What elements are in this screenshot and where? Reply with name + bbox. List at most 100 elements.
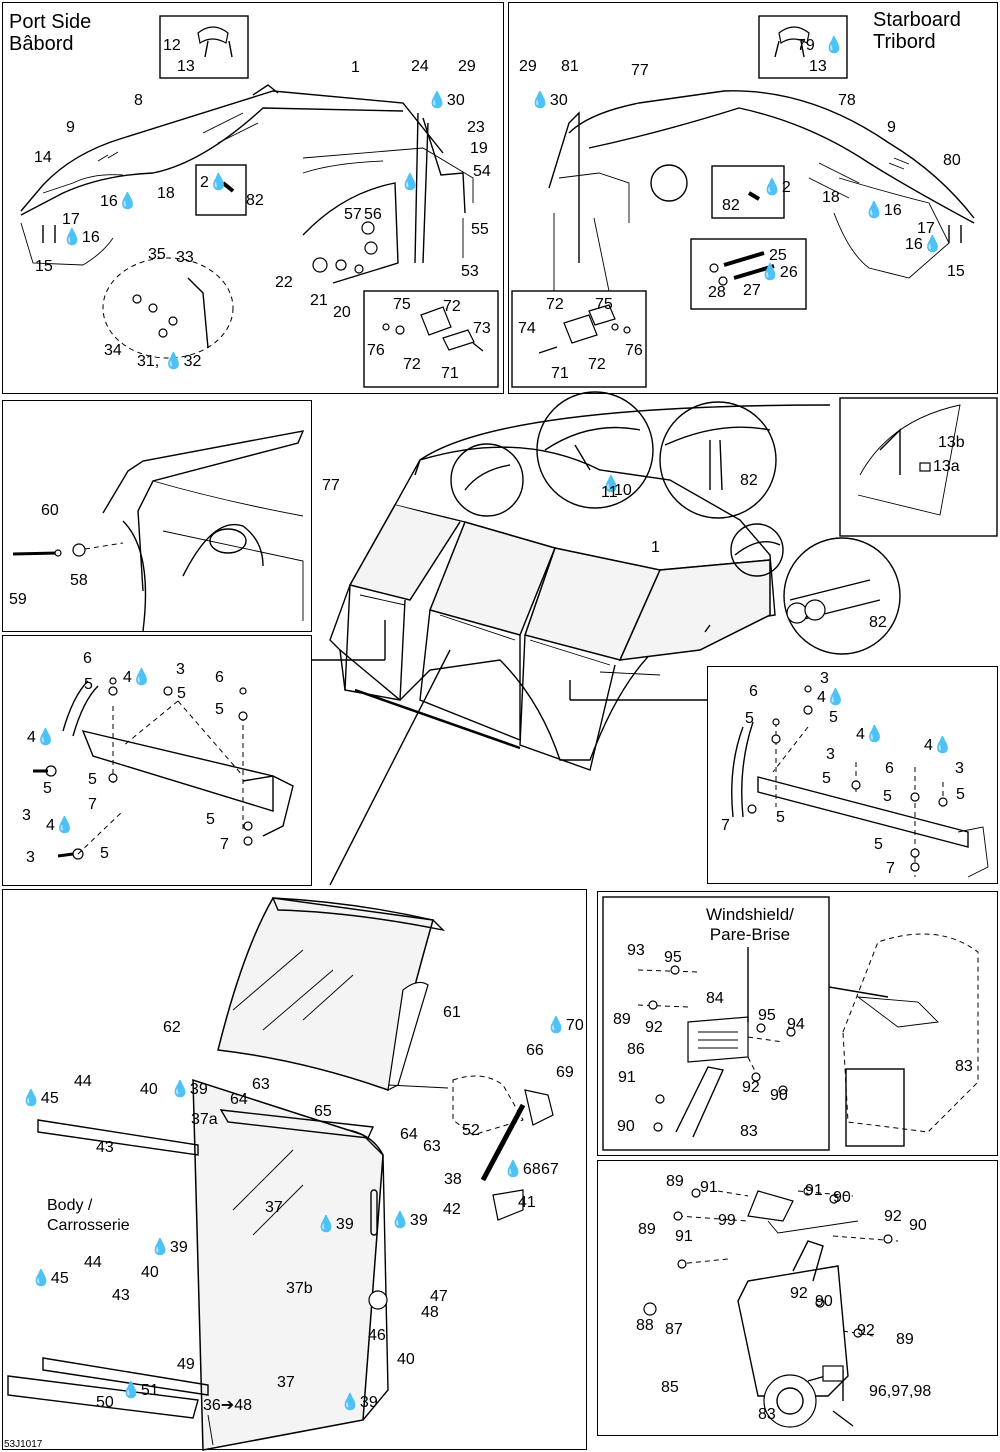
detail-callout-ellipse [102,257,234,359]
callout-bracket_stbd-4: 5 [829,709,838,726]
callout-starboard-6: 💧30 [530,92,568,109]
callout-port-3: 24 [411,58,429,75]
callout-port-25: 53 [461,263,479,280]
callout-motor_detail-2: 91 [805,1182,823,1199]
callout-door-23: 💧39 [390,1212,428,1229]
callout-door-37: 40 [397,1351,415,1368]
hardware-inset-box [758,15,848,79]
callout-motor_detail-15: 85 [661,1379,679,1396]
callout-port-22: 35 [148,246,166,263]
callout-door-28: 💧45 [31,1270,69,1287]
body-title: Body / Carrosserie [47,1197,130,1234]
callout-bracket_port-5: 5 [177,685,186,702]
motor-detail-drawing [643,1186,899,1428]
hinge-inset-box [511,290,647,388]
callout-bracket_stbd-9: 6 [885,760,894,777]
callout-mount-0: 60 [41,502,59,519]
callout-port-19: 17 [62,211,80,228]
callout-door-32: 48 [421,1304,439,1321]
callout-starboard-14: 17 [917,220,935,237]
callout-hinge_detail-7: 86 [627,1041,645,1058]
callout-port-24: 15 [35,258,53,275]
callout-port-34: 72 [403,356,421,373]
callout-door-25: 💧39 [150,1239,188,1256]
port-side-panel: Port Side Bâbord [2,2,504,394]
door-assembly-drawing [7,897,554,1451]
callout-port-31: 73 [473,320,491,337]
callout-door-31: 47 [430,1288,448,1305]
callout-door-18: 67 [541,1161,559,1178]
callout-starboard-23: 74 [518,320,536,337]
callout-mount-1: 58 [70,572,88,589]
callout-bracket_port-2: 3 [176,661,185,678]
callout-bracket_port-9: 5 [88,771,97,788]
callout-starboard-1: 79 [797,37,815,54]
callout-starboard-22: 75 [595,296,613,313]
callout-center-2: 💧 [601,476,621,493]
callout-starboard-26: 71 [551,365,569,382]
callout-bracket_stbd-0: 6 [749,683,758,700]
hinge-detail-drawing [602,896,979,1151]
pillar-mount-panel [2,400,312,632]
starboard-bracket-drawing [731,685,989,878]
callout-hinge_detail-8: 91 [618,1069,636,1086]
callout-starboard-18: 💧26 [760,264,798,281]
callout-port-32: 34 [104,342,122,359]
callout-starboard-4: 81 [561,58,579,75]
side-pillar [548,111,580,263]
callout-bracket_stbd-15: 5 [874,836,883,853]
callout-center-1: 1 [651,539,660,556]
callout-center-0: 77 [322,477,340,494]
callout-door-8: 💧39 [170,1081,208,1098]
callout-center-3: 11 [601,484,618,501]
callout-door-27: 40 [141,1264,159,1281]
callout-motor_detail-9: 92 [790,1285,808,1302]
callout-bracket_port-10: 3 [22,807,31,824]
callout-center-4: 10 [614,482,632,499]
body-seal-strip [7,1375,199,1419]
callout-starboard-3: 29 [519,58,537,75]
callout-bracket_port-4: 5 [84,676,93,693]
callout-bracket_port-16: 7 [220,836,229,853]
callout-port-7: 9 [66,119,75,136]
callout-motor_detail-8: 99 [718,1212,736,1229]
callout-door-19: 38 [444,1171,462,1188]
callout-starboard-20: 27 [743,282,761,299]
callout-starboard-12: 18 [822,189,840,206]
callout-motor_detail-0: 89 [666,1173,684,1190]
callout-port-26: 22 [275,274,293,291]
side-pillar [414,112,429,264]
callout-starboard-8: 9 [887,119,896,136]
starboard-drawing [511,15,975,388]
callout-hinge_detail-5: 89 [613,1011,631,1028]
callout-door-1: 💧70 [546,1017,584,1034]
callout-bracket_port-3: 6 [215,669,224,686]
callout-mount-2: 59 [9,591,27,608]
callout-starboard-10: 82 [722,197,740,214]
mounting-bracket [757,776,969,848]
callout-starboard-15: 16💧 [905,236,943,253]
windshield-top-edge [20,90,444,212]
port-bracket-drawing [33,677,294,860]
callout-center-6: 13b [938,434,965,451]
port-side-title: Port Side Bâbord [9,11,92,55]
callout-bracket_port-8: 5 [43,780,52,797]
pillar-mount-drawing [12,430,305,632]
callout-port-2: 1 [351,59,360,76]
callout-door-9: 63 [252,1076,270,1093]
callout-starboard-11: 💧2 [762,179,791,196]
callout-door-3: 66 [526,1042,544,1059]
callout-bracket_stbd-7: 3 [826,746,835,763]
callout-door-36: 50 [96,1394,114,1411]
callout-port-15: 16💧 [100,193,138,210]
callout-motor_detail-7: 91 [675,1228,693,1245]
callout-bracket_stbd-8: 3 [955,760,964,777]
callout-hinge_detail-0: 93 [627,942,645,959]
hinge-rail-upper [37,1119,199,1156]
callout-door-6: 44 [74,1073,92,1090]
callout-bracket_port-15: 5 [100,845,109,862]
callout-bracket_port-1: 4💧 [123,669,152,686]
callout-port-10: 19 [470,140,488,157]
callout-hinge_detail-3: 95 [758,1007,776,1024]
